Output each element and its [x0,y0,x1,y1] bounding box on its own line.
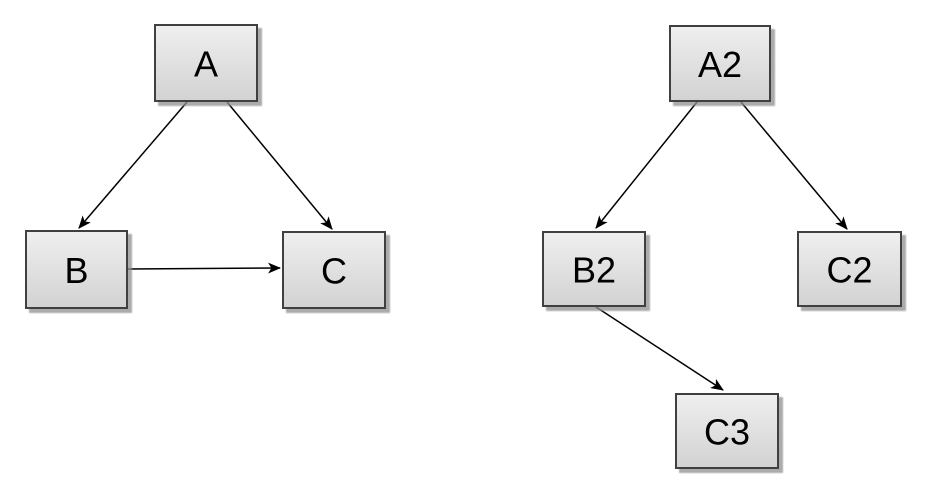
node-B-label: B [64,250,88,291]
edge-B-C [127,262,282,274]
node-B2: B2 [542,231,646,307]
node-C-label: C [321,251,347,292]
edge-A2-C2 [740,101,848,230]
node-B-box [25,230,128,309]
node-C: C [282,231,386,309]
node-A-label: A [194,44,218,85]
node-B: B [25,230,128,309]
edge-A-B [78,101,188,229]
edges-layer [78,101,848,391]
node-C2-box [797,231,902,307]
node-A-box [154,24,258,102]
edge-A-C [226,101,333,230]
node-C2-label: C2 [826,250,872,291]
node-C3-label: C3 [704,412,750,453]
node-B2-label: B2 [572,250,616,291]
node-B2-box [542,231,646,307]
edge-A2-B2 [595,101,698,229]
node-C3-box [675,393,779,469]
node-A2-label: A2 [698,44,742,85]
node-A2: A2 [669,25,771,102]
node-A: A [154,24,258,102]
node-C-box [282,231,386,309]
node-A2-box [669,25,771,102]
edge-B2-C3 [595,306,724,391]
node-C3: C3 [675,393,779,469]
node-C2: C2 [797,231,902,307]
